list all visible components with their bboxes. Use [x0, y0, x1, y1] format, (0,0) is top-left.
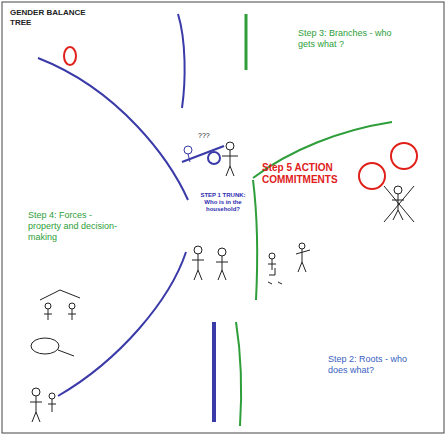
- question-marks: ???: [198, 132, 220, 140]
- work-figures: [268, 243, 310, 284]
- red-circle: [391, 143, 417, 169]
- diagram-title: GENDER BALANCE TREE: [10, 8, 100, 27]
- seesaw-figure: [182, 142, 238, 176]
- trunk-line: [212, 322, 216, 422]
- household-figures: [192, 246, 228, 280]
- branch-line: [38, 58, 188, 200]
- trunk-line: [178, 14, 185, 108]
- forces-figures: [30, 290, 80, 422]
- trunk-line: [236, 322, 241, 426]
- red-circle: [359, 163, 385, 189]
- step-label: Step 2: Roots - who does what?: [328, 354, 428, 376]
- trunk-line: [245, 14, 248, 70]
- root-line: [253, 180, 257, 300]
- step-label: Step 3: Branches - who gets what ?: [298, 28, 410, 50]
- step-label: Step 5 ACTION COMMITMENTS: [262, 162, 344, 186]
- root-line: [58, 252, 186, 396]
- crossed-figure: [384, 186, 414, 222]
- red-circle: [64, 47, 76, 65]
- step-label: STEP 1 TRUNK: Who is in the household?: [198, 192, 248, 214]
- step-label: Step 4: Forces - property and decision-m…: [28, 210, 126, 242]
